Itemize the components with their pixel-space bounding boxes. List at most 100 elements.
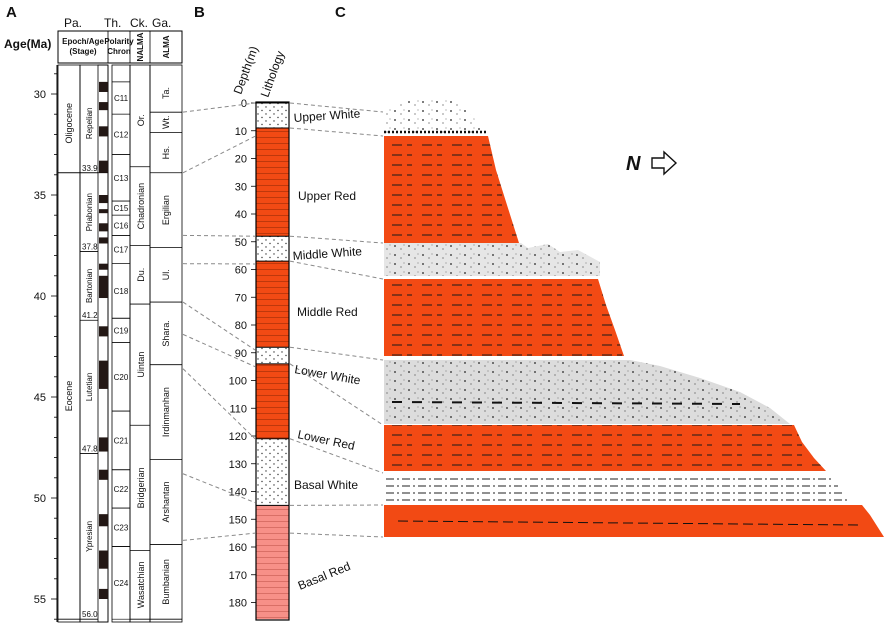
depth-tick-label: 60 [235,265,247,277]
nalma-label: Wasatchian [136,562,146,609]
unit-tie-line [289,235,384,244]
polarity-normal-bar [99,195,108,204]
polarity-normal-bar [99,126,108,137]
outcrop-basal-red [384,505,884,537]
polarity-normal-bar [99,275,108,299]
unit-tie-line [289,363,384,426]
age-depth-tie-line [182,102,256,113]
age-axis-title: Age(Ma) [4,37,51,51]
alma-header: ALMA [162,35,171,58]
nalma-label: Uintan [136,352,146,378]
depth-tick-label: 120 [229,431,247,443]
age-tick-label: 40 [34,291,46,303]
polarity-normal-bar [99,263,108,270]
chron-label: C24 [114,579,129,588]
group-header-pa: Pa. [64,16,82,30]
chron-label: C20 [114,373,129,382]
lithology-outcrop-correlation-lines [289,102,384,538]
alma-label: Shara. [161,320,171,347]
unit-tie-line [289,346,384,361]
label-middle-white: Middle White [292,244,362,263]
alma-label: Ergilian [161,195,171,225]
alma-label: Ta. [161,87,171,99]
depth-tick-label: 10 [235,126,247,138]
depth-tick-label: 30 [235,181,247,193]
stage-boundary-age: 37.8 [82,243,98,252]
age-depth-tie-line [182,473,256,504]
polarity-normal-bar [99,81,108,92]
alma-label: Irdinmanhan [161,387,171,437]
outcrop-basal-white [384,473,852,503]
depth-tick-label: 180 [229,598,247,610]
epoch-stage-header-line1: Epoch/Age [62,37,104,46]
polarity-normal-bar [99,588,108,599]
age-depth-tie-line [182,368,256,440]
epoch-column [57,64,81,623]
polarity-chron-header-line1: Polarity [104,37,134,46]
label-lower-white: Lower White [293,362,361,387]
nalma-label: Chadronian [136,183,146,230]
epoch-label: Oligocene [64,103,74,144]
stage-boundary-age: 47.8 [82,445,98,454]
panel-label-a: A [6,4,17,21]
chron-label: C15 [114,204,129,213]
stage-label: Bartonian [85,269,94,303]
stage-boundary-age: 41.2 [82,311,98,320]
stage-boundary-age: 56.0 [82,610,98,619]
depth-ticks: 0102030405060708090100110120130140150160… [229,98,256,610]
stage-label: Ypresian [85,521,94,552]
depth-tick-label: 40 [235,209,247,221]
polarity-normal-bar [99,160,108,173]
age-tick-label: 35 [34,190,46,202]
chron-label: C12 [114,130,129,139]
group-header-ck: Ck. [130,16,148,30]
nalma-label: Bridgerian [136,467,146,508]
depth-tick-label: 110 [229,403,247,415]
panel-c-outcrop: Upper White Upper Red Middle White Middl… [292,97,884,593]
depth-tick-label: 150 [229,514,247,526]
label-middle-red: Middle Red [297,305,358,319]
label-upper-white: Upper White [293,106,361,125]
depth-tick-label: 170 [229,570,247,582]
polarity-normal-bar [99,550,108,569]
polarity-normal-bar [99,360,108,389]
alma-column [149,64,183,623]
stage-label: Lutetian [85,373,94,401]
age-tick-label: 45 [34,392,46,404]
age-tick-label: 55 [34,594,46,606]
age-tick-label: 50 [34,493,46,505]
alma-label: Ul. [161,269,171,280]
panel-label-c: C [335,4,346,21]
age-depth-tie-line [182,333,256,368]
polarity-normal-bar [99,209,108,214]
alma-label: Bumbanian [161,559,171,605]
depth-tick-label: 130 [229,459,247,471]
unit-tie-line [289,260,384,280]
depth-tick-label: 140 [229,487,247,499]
polarity-normal-bar [99,514,108,527]
north-label: N [626,153,641,175]
chron-label: C13 [114,174,129,183]
stage-label: Priabonian [85,193,94,231]
epoch-stage-header-line2: (Stage) [69,47,96,56]
depth-axis-title: Depth(m) [231,44,261,96]
lithology-units [256,102,289,620]
polarity-bars [99,81,108,599]
stage-cells: Repelian33.9Priabonian37.8Bartonian41.2L… [58,108,108,620]
age-depth-tie-line [182,532,256,541]
age-depth-tie-line [182,234,256,237]
unit-tie-line [289,127,384,137]
depth-tick-label: 70 [235,292,247,304]
label-basal-red: Basal Red [296,559,353,593]
nalma-label: Du. [136,268,146,282]
unit-tie-line [289,102,384,113]
age-depth-correlation-lines [182,102,256,541]
epoch-label: Eocene [64,381,74,412]
chron-label: C16 [114,221,129,230]
chron-label: C18 [114,287,129,296]
label-basal-white: Basal White [294,478,358,492]
nalma-header: NALMA [136,32,145,61]
unit-tie-line [289,438,384,474]
lithology-column-frame [255,101,290,621]
group-header-th: Th. [104,16,121,30]
